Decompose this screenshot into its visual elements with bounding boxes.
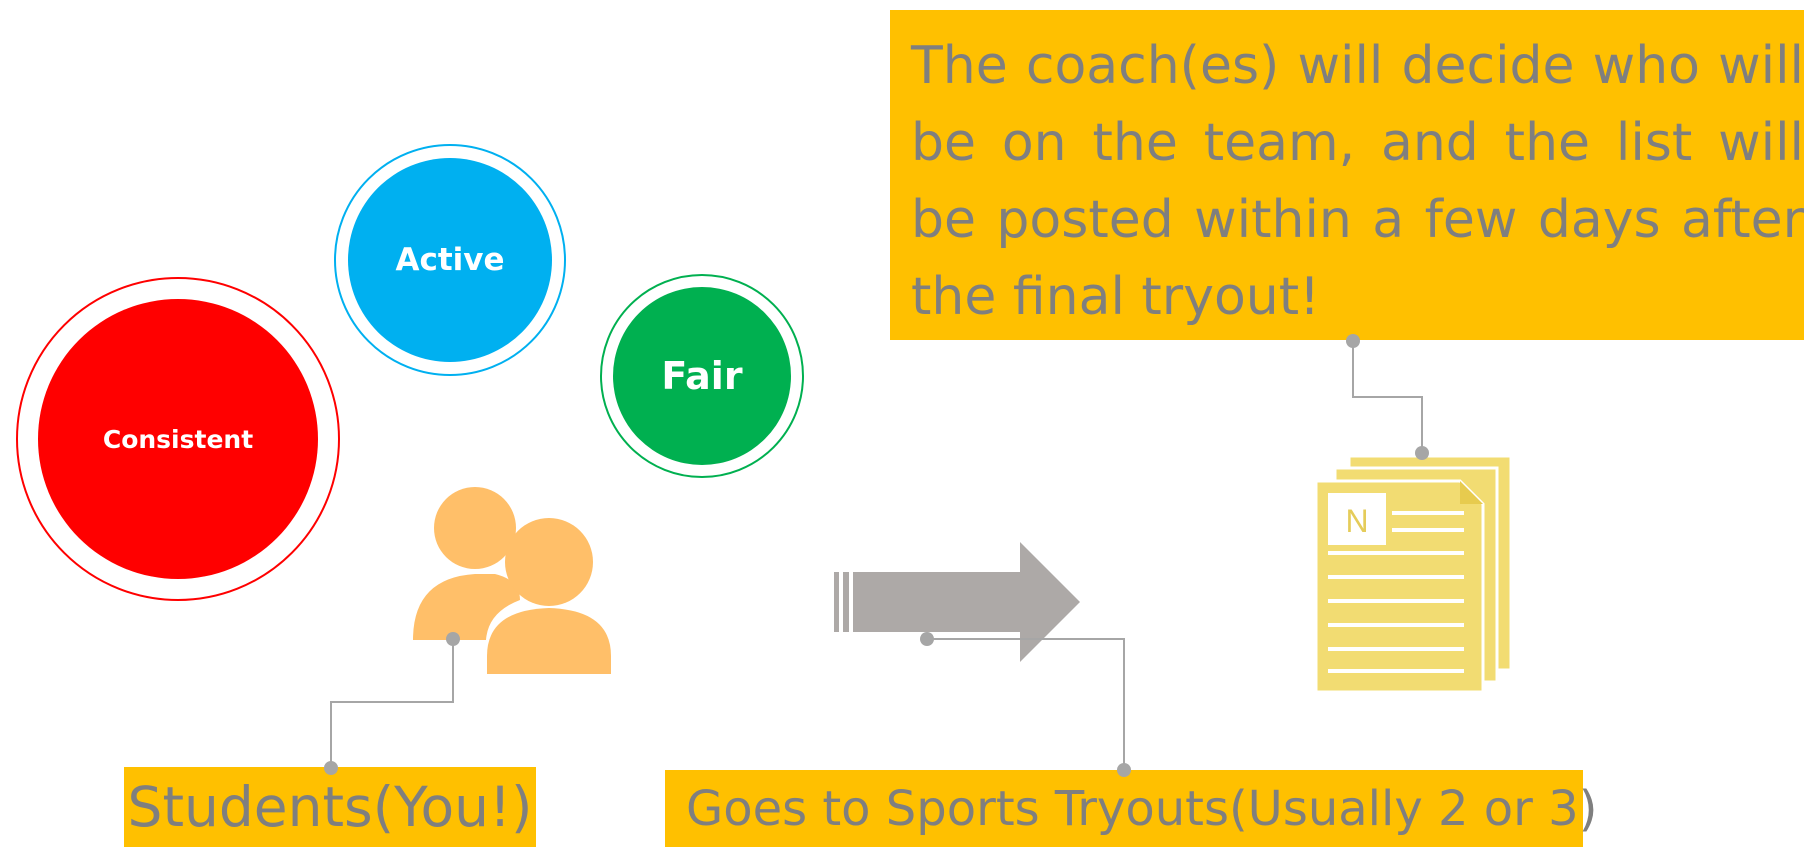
- tryouts-connector: [927, 638, 1125, 770]
- tryouts-connector-dot-bottom: [1117, 763, 1131, 777]
- coach-decision-callout: The coach(es) will decide who will be on…: [890, 10, 1804, 340]
- fair-circle-ring: Fair: [600, 274, 804, 478]
- consistent-circle-ring: Consistent: [16, 277, 340, 601]
- active-label: Active: [395, 242, 505, 278]
- fair-label: Fair: [661, 354, 743, 398]
- students-callout: Students(You!): [124, 767, 536, 847]
- people-icon: [413, 487, 611, 674]
- fair-circle: Fair: [613, 287, 791, 465]
- tryouts-text: Goes to Sports Tryouts(Usually 2 or 3): [686, 781, 1598, 837]
- tryouts-connector-dot-top: [920, 632, 934, 646]
- students-connector: [330, 639, 454, 768]
- document-letter: N: [1345, 503, 1368, 539]
- coach-connector: [1352, 341, 1423, 453]
- active-circle: Active: [348, 158, 552, 362]
- document-stack-icon: N: [1314, 454, 1513, 694]
- students-text: Students(You!): [127, 775, 533, 839]
- coach-connector-dot-top: [1346, 334, 1360, 348]
- consistent-label: Consistent: [102, 424, 254, 454]
- consistent-circle: Consistent: [38, 299, 318, 579]
- students-connector-dot-top: [446, 632, 460, 646]
- tryouts-callout: Goes to Sports Tryouts(Usually 2 or 3): [665, 770, 1597, 847]
- coach-connector-dot-bottom: [1415, 446, 1429, 460]
- students-connector-dot-bottom: [324, 761, 338, 775]
- arrow-icon: [834, 542, 1080, 662]
- active-circle-ring: Active: [334, 144, 566, 376]
- coach-decision-text: The coach(es) will decide who will be on…: [911, 36, 1804, 327]
